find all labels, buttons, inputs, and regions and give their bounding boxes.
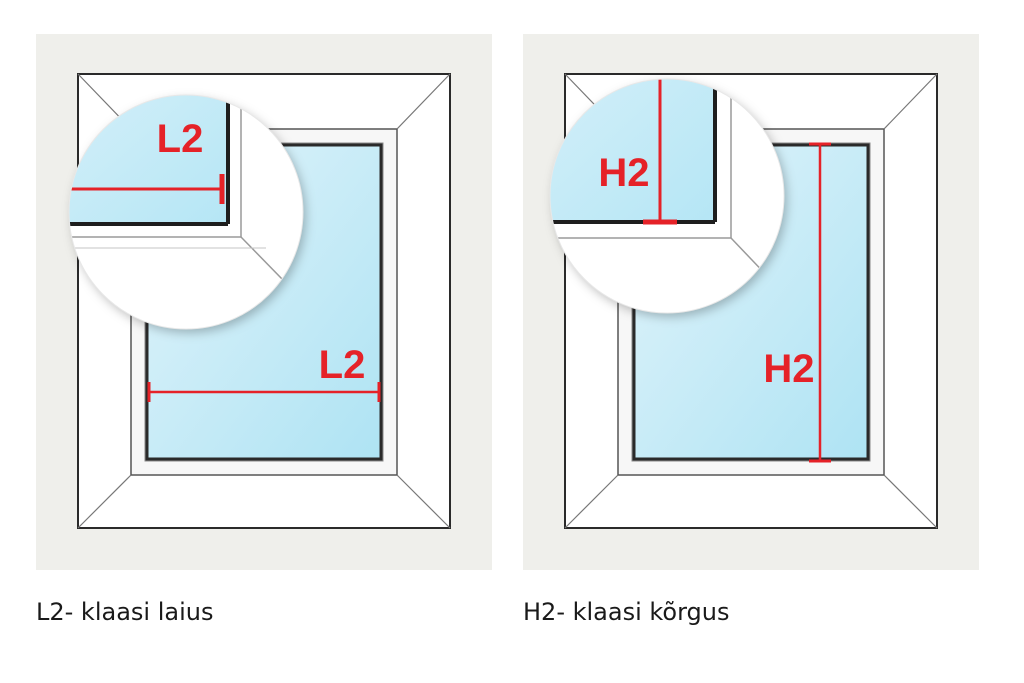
zoom-magnifier (68, 94, 304, 330)
zoom-width-label: L2 (157, 117, 204, 161)
window-width-illustration: L2 L2 (68, 73, 451, 529)
width-measure-line (147, 382, 381, 402)
window-height-illustration: H2 H2 (549, 73, 938, 529)
glass-width-diagram: L2 L2 (36, 34, 492, 570)
height-caption: H2- klaasi kõrgus (523, 598, 730, 626)
height-measure-line (809, 142, 831, 463)
width-caption: L2- klaasi laius (36, 598, 214, 626)
zoom-height-label: H2 (598, 151, 649, 195)
glass-height-diagram: H2 H2 (523, 34, 979, 570)
height-label: H2 (763, 347, 814, 391)
width-label: L2 (319, 343, 366, 387)
